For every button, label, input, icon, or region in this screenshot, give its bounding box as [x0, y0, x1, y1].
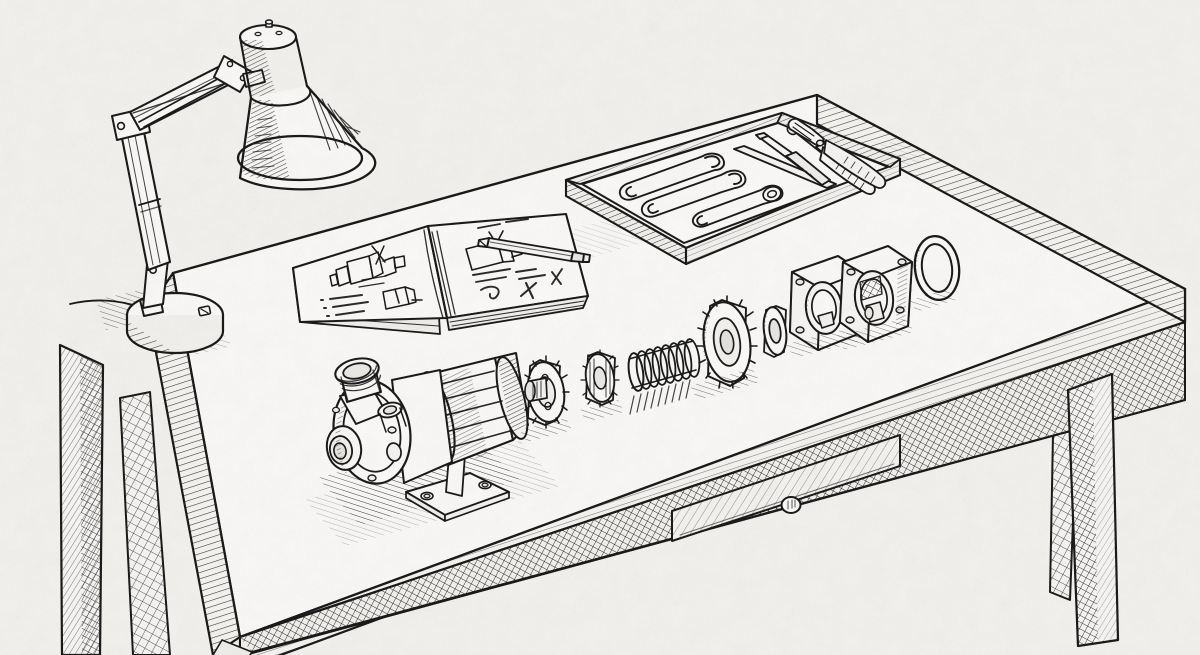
paper-grain-coarse [0, 0, 1200, 655]
illustration-canvas [0, 0, 1200, 655]
workbench-illustration: Exploded View of a Centrifugal Pump on a… [0, 0, 1200, 655]
